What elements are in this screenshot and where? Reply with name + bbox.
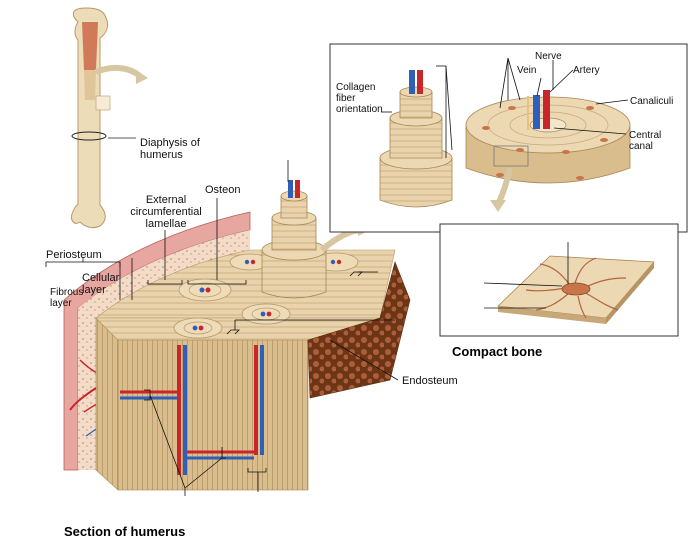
label-nerve: Nerve: [535, 51, 562, 62]
label-external-circumferential-lamellae: External circumferential lamellae: [130, 194, 202, 230]
label-endosteum: Endosteum: [402, 375, 458, 387]
label-collagen-fiber-orientation: Collagen fiber orientation: [336, 82, 383, 115]
label-central-canal: Central canal: [629, 130, 662, 152]
section-blood-vessels: [69, 345, 264, 475]
osteocyte-inset: [439, 223, 679, 337]
label-vein: Vein: [517, 65, 537, 76]
osteon-ring-1: [178, 278, 232, 302]
label-artery: Artery: [573, 65, 600, 76]
label-cellular-layer: Cellular layer: [82, 272, 120, 296]
label-osteon: Osteon: [205, 184, 241, 196]
osteon-tower: [261, 160, 370, 299]
caption-compact-bone: Compact bone: [452, 344, 543, 359]
osteon-ring-4: [229, 253, 271, 271]
label-periosteum: Periosteum: [46, 249, 102, 261]
inset-osteon-lamellae: [379, 70, 453, 208]
inset-leader-lines: [381, 57, 629, 158]
compact-bone-inset: [329, 43, 688, 233]
label-diaphysis-of-humerus: Diaphysis of humerus: [140, 137, 200, 161]
label-canaliculi: Canaliculi: [630, 96, 674, 107]
caption-section-of-humerus: Section of humerus: [64, 524, 186, 539]
leader-lines: [45, 198, 399, 496]
humerus-bone: [71, 7, 148, 229]
label-fibrous-layer: Fibrous layer: [50, 287, 84, 309]
inset-osteon-disc: [465, 90, 631, 184]
osteon-rings: [173, 252, 359, 339]
osteon-ring-3: [173, 317, 223, 339]
osteon-ring-2: [241, 303, 291, 325]
